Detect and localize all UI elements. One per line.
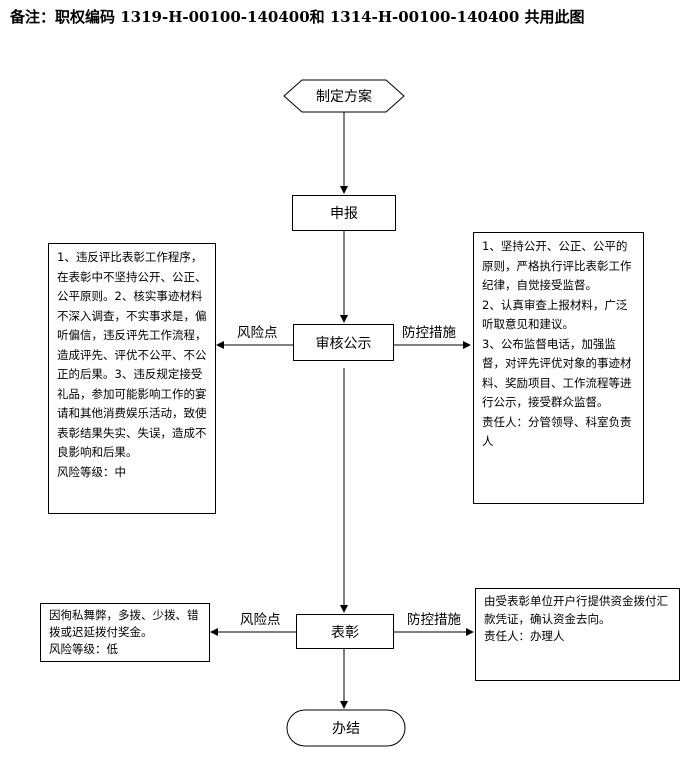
control-note-review-item-3: 3、公布监督电话，加强监督，对评先评优对象的事迹材料、奖励项目、工作流程等进行公…	[482, 336, 632, 410]
risk-note-review-level: 风险等级：中	[57, 464, 126, 479]
risk-point-label-commend: 风险点	[240, 612, 281, 628]
control-label-commend: 防控措施	[407, 612, 461, 628]
risk-note-commend: 因徇私舞弊，多拨、少拨、错拨或迟延拨付奖金。 风险等级：低	[40, 603, 210, 662]
risk-point-label-review: 风险点	[237, 325, 278, 341]
start-node: 制定方案	[316, 89, 372, 105]
control-note-review-responsible: 责任人：分管领导、科室负责人	[482, 414, 632, 449]
risk-note-review: 1、违反评比表彰工作程序，在表彰中不坚持公开、公正、公平原则。2、核实事迹材料不…	[48, 243, 216, 514]
control-note-commend: 由受表彰单位开户行提供资金拨付汇款凭证，确认资金去向。 责任人：办理人	[475, 588, 680, 681]
review-node: 审核公示	[293, 324, 394, 361]
end-node: 办结	[332, 721, 360, 737]
apply-node: 申报	[292, 195, 396, 231]
header-note: 备注：职权编码 1319-H-00100-140400和 1314-H-0010…	[10, 8, 585, 26]
commend-node: 表彰	[296, 614, 394, 649]
end-node-shape	[286, 709, 406, 747]
risk-note-commend-text: 因徇私舞弊，多拨、少拨、错拨或迟延拨付奖金。	[49, 608, 199, 639]
start-node-shape	[283, 79, 405, 113]
control-note-review-item-2: 2、认真审查上报材料，广泛听取意见和建议。	[482, 297, 628, 332]
control-note-review-item-1: 1、坚持公开、公正、公平的原则，严格执行评比表彰工作纪律，自觉接受监督。	[482, 239, 632, 292]
risk-note-commend-level: 风险等级：低	[49, 642, 118, 656]
control-note-commend-responsible: 责任人：办理人	[484, 629, 565, 643]
control-note-commend-text: 由受表彰单位开户行提供资金拨付汇款凭证，确认资金去向。	[484, 594, 668, 626]
risk-note-review-text: 1、违反评比表彰工作程序，在表彰中不坚持公开、公正、公平原则。2、核实事迹材料不…	[57, 250, 207, 459]
control-note-review: 1、坚持公开、公正、公平的原则，严格执行评比表彰工作纪律，自觉接受监督。 2、认…	[473, 232, 644, 504]
control-label-review: 防控措施	[402, 325, 456, 341]
